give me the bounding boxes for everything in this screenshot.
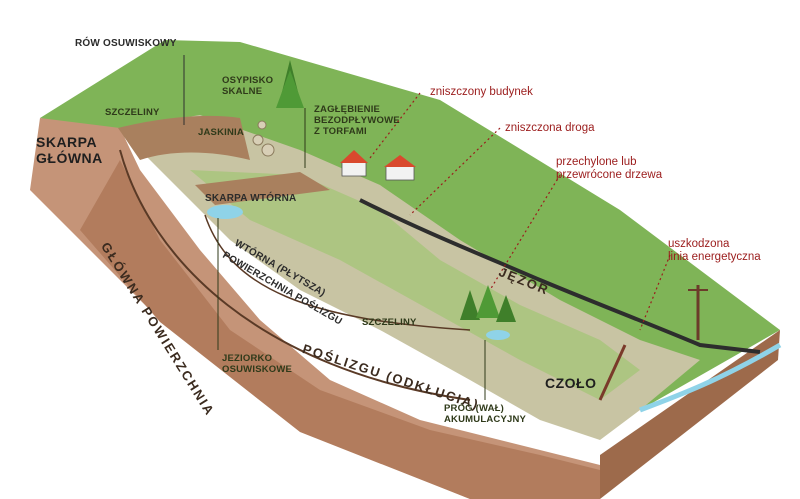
main-slip-surface-line — [119, 149, 471, 401]
house-2 — [384, 155, 416, 181]
stream — [639, 342, 782, 413]
main-scarp — [118, 115, 250, 160]
label-czolo: CZOŁO — [545, 375, 597, 391]
callout-linia — [639, 254, 671, 331]
label-skarpa-wtorna: SKARPA WTÓRNA — [205, 193, 297, 204]
rock-debris — [252, 120, 275, 157]
pond-left — [207, 205, 243, 219]
landslide-green-patches — [190, 170, 640, 400]
pond-mid — [486, 330, 510, 340]
lower-soil-band — [80, 160, 600, 499]
label-jaskinia: JASKINIA — [198, 127, 244, 138]
callout-budynek — [369, 92, 421, 159]
label-prog: PRÓG (WAŁ) AKUMULACYJNY — [444, 403, 527, 425]
fallen-tree — [598, 344, 627, 401]
label-zaglebienie: ZAGŁĘBIENIE BEZODPŁYWOWE Z TORFAMI — [314, 104, 400, 137]
house-1 — [340, 150, 368, 177]
label-przechylone-drzewa: przechylone lub przewrócone drzewa — [556, 156, 663, 182]
label-linia-energetyczna: uszkodzona linia energetyczna — [668, 238, 761, 264]
label-zniszczony-budynek: zniszczony budynek — [430, 86, 533, 98]
secondary-scarp — [195, 172, 330, 205]
callout-droga — [409, 127, 501, 216]
label-row-osuwiskowy: RÓW OSUWISKOWY — [75, 38, 177, 49]
tree-top — [276, 60, 304, 108]
power-pole — [688, 285, 708, 340]
label-szczeliny-top: SZCZELINY — [105, 107, 160, 118]
label-szczeliny-mid: SZCZELINY — [362, 317, 417, 328]
label-osypisko: OSYPISKO SKALNE — [222, 75, 274, 97]
road — [359, 198, 761, 354]
label-skarpa-glowna: SKARPA GŁÓWNA — [36, 134, 103, 167]
tree-cluster-mid — [460, 285, 516, 322]
label-jeziorko: JEZIORKO OSUWISKOWE — [222, 353, 293, 375]
label-zniszczona-droga: zniszczona droga — [505, 122, 595, 134]
